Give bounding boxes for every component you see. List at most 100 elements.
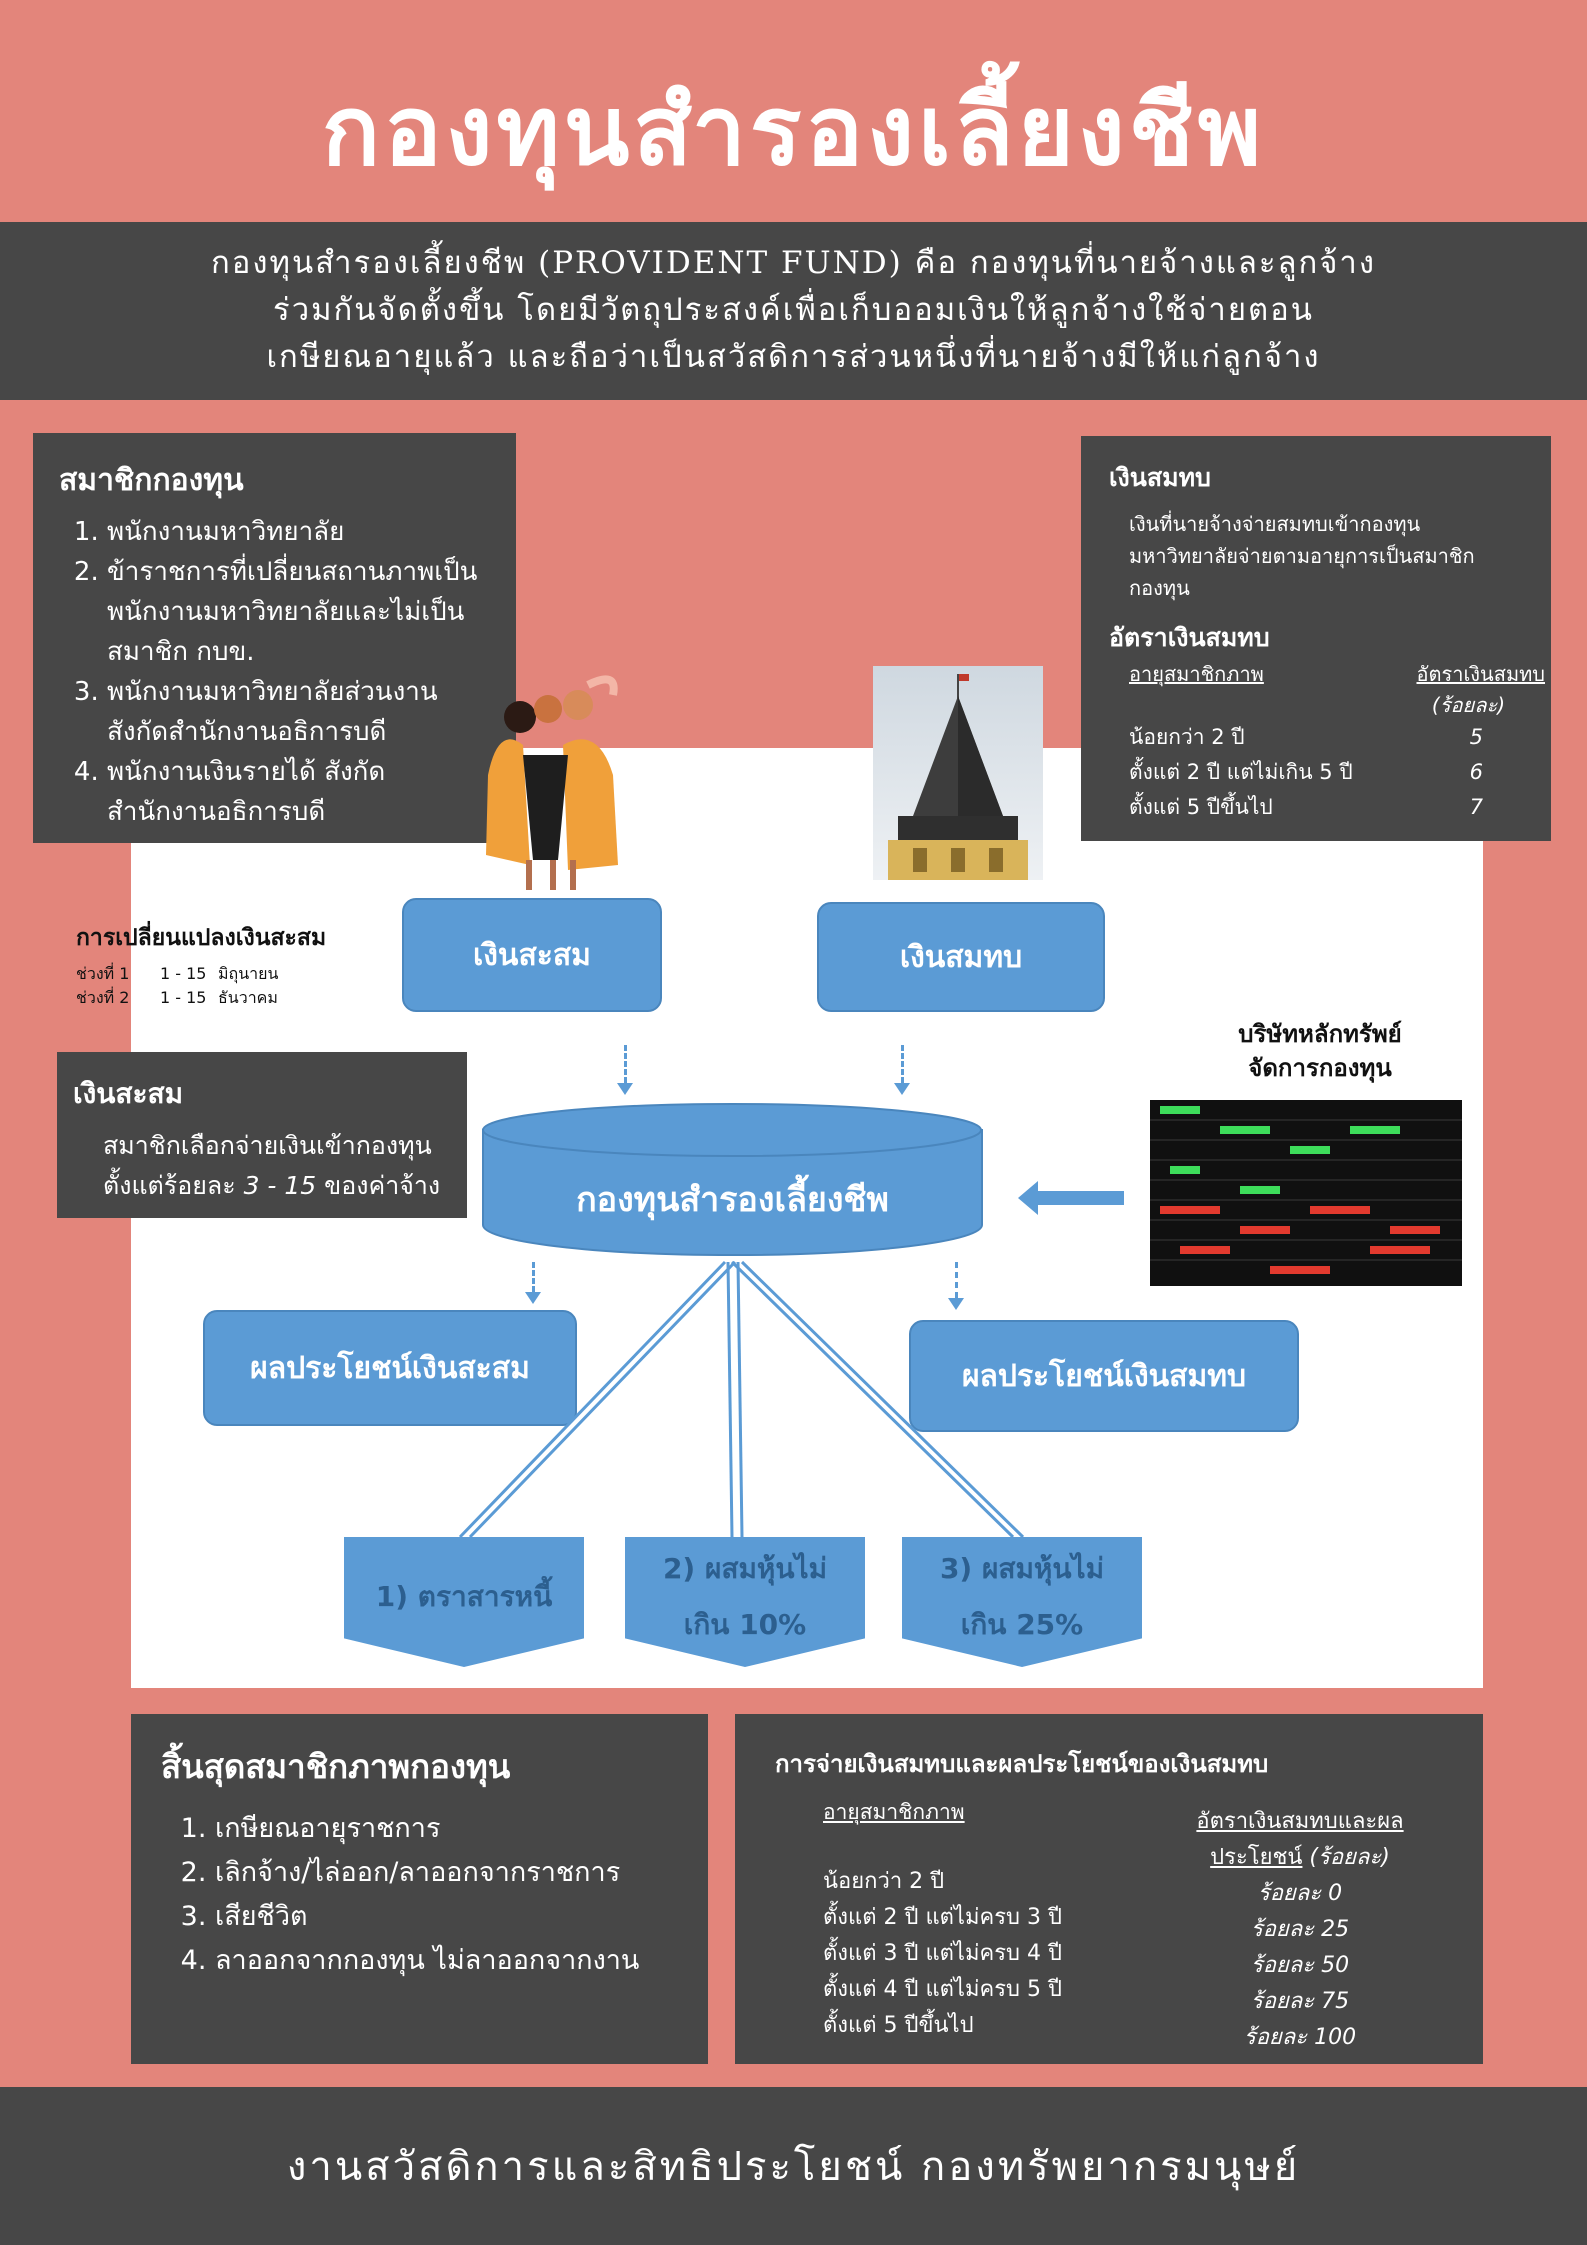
payout-heading: การจ่ายเงินสมทบและผลประโยชน์ของเงินสมทบ: [775, 1750, 1269, 1778]
arrow-fund-to-benefit-contribution: [955, 1262, 958, 1298]
payout-rate: ร้อยละ 100: [1243, 2025, 1357, 2050]
savings-heading: เงินสะสม: [73, 1077, 184, 1110]
termination-list: เกษียณอายุราชการ เลิกจ้าง/ไล่ออก/ลาออกจา…: [161, 1807, 678, 1983]
intro-line-2: ร่วมกันจัดตั้งขึ้น โดยมีวัตถุประสงค์เพื่…: [273, 292, 1314, 328]
fund-label: กองทุนสำรองเลี้ยงชีพ: [576, 1180, 889, 1220]
contribution-text: เงินที่นายจ้างจ่ายสมทบเข้ากองทุนมหาวิทยา…: [1129, 512, 1475, 600]
footer-text: งานสวัสดิการและสิทธิประโยชน์ กองทรัพยากร…: [286, 2144, 1301, 2190]
period-range: 1 - 15: [160, 964, 207, 983]
intro-band: กองทุนสำรองเลี้ยงชีพ (PROVIDENT FUND) คื…: [0, 222, 1587, 400]
payout-ages: น้อยกว่า 2 ปี ตั้งแต่ 2 ปี แต่ไม่ครบ 3 ป…: [823, 1864, 1062, 2044]
list-item: พนักงานเงินรายได้ สังกัดสำนักงานอธิการบด…: [107, 752, 490, 832]
arrow-contribution-to-fund: [901, 1045, 904, 1083]
payout-col-age-label: อายุสมาชิกภาพ: [823, 1800, 965, 1824]
rate-age: ตั้งแต่ 5 ปีขึ้นไป: [1129, 795, 1273, 819]
page-title: กองทุนสำรองเลี้ยงชีพ: [321, 75, 1266, 187]
payout-rate: ร้อยละ 50: [1250, 1953, 1350, 1978]
manager-label: บริษัทหลักทรัพย์ จัดการกองทุน: [1150, 1017, 1490, 1085]
rate-age: ตั้งแต่ 2 ปี แต่ไม่เกิน 5 ปี: [1129, 760, 1353, 784]
tower-image: [873, 666, 1043, 880]
arrow-savings-to-fund: [624, 1045, 627, 1083]
rate-heading: อัตราเงินสมทบ: [1109, 623, 1270, 652]
table-row: น้อยกว่า 2 ปี 5: [1129, 720, 1545, 755]
people-illustration: [468, 665, 628, 895]
tower-icon: [888, 674, 1028, 880]
table-row: ตั้งแต่ 2 ปี แต่ไม่เกิน 5 ปี 6: [1129, 755, 1545, 790]
savings-range: 3 - 15: [243, 1171, 317, 1200]
termination-box: สิ้นสุดสมาชิกภาพกองทุน เกษียณอายุราชการ …: [131, 1714, 708, 2064]
change-heading: การเปลี่ยนแปลงเงินสะสม: [76, 925, 327, 951]
payout-rate: ร้อยละ 75: [1250, 1989, 1350, 2014]
members-heading: สมาชิกกองทุน: [59, 463, 244, 498]
arrowhead-icon: [894, 1083, 910, 1095]
benefit-savings-node: ผลประโยชน์เงินสะสม: [203, 1310, 577, 1426]
payout-rate: ร้อยละ 25: [1250, 1917, 1350, 1942]
savings-text: ตั้งแต่ร้อยละ: [103, 1171, 244, 1200]
list-item: ข้าราชการที่เปลี่ยนสถานภาพเป็นพนักงานมหา…: [107, 552, 490, 672]
arrowhead-icon: [525, 1292, 541, 1304]
rate-col-unit: (ร้อยละ): [1431, 693, 1505, 717]
rate-value: 7: [1469, 795, 1483, 819]
payout-age: น้อยกว่า 2 ปี: [823, 1869, 945, 1894]
rate-age: น้อยกว่า 2 ปี: [1129, 725, 1245, 749]
rate-value: 5: [1469, 725, 1483, 749]
list-item: เกษียณอายุราชการ: [215, 1807, 678, 1851]
arrowhead-icon: [617, 1083, 633, 1095]
payout-col-rate-unit: (ร้อยละ): [1302, 1845, 1390, 1870]
payout-col-rate: อัตราเงินสมทบและผล: [1196, 1809, 1404, 1834]
payout-box: การจ่ายเงินสมทบและผลประโยชน์ของเงินสมทบ …: [735, 1714, 1483, 2064]
manager-line-1: บริษัทหลักทรัพย์: [1238, 1020, 1402, 1048]
savings-line-1: สมาชิกเลือกจ่ายเงินเข้ากองทุน: [103, 1131, 432, 1160]
list-item: เลิกจ้าง/ไล่ออก/ลาออกจากราชการ: [215, 1851, 678, 1895]
plan-label: 3) ผสมหุ้นไม่: [939, 1552, 1105, 1585]
list-item: พนักงานมหาวิทยาลัย: [107, 512, 490, 552]
savings-node: เงินสะสม: [402, 898, 662, 1012]
payout-age: ตั้งแต่ 4 ปี แต่ไม่ครบ 5 ปี: [823, 1977, 1062, 2002]
members-list: พนักงานมหาวิทยาลัย ข้าราชการที่เปลี่ยนสถ…: [59, 512, 490, 832]
rate-col-age: อายุสมาชิกภาพ: [1129, 662, 1264, 686]
contribution-box: เงินสมทบ เงินที่นายจ้างจ่ายสมทบเข้ากองทุ…: [1081, 436, 1551, 841]
stock-board-icon: [1150, 1106, 1462, 1274]
arrow-fund-to-benefit-savings: [532, 1262, 535, 1292]
list-item: ลาออกจากกองทุน ไม่ลาออกจากงาน: [215, 1939, 678, 1983]
contribution-heading: เงินสมทบ: [1109, 463, 1211, 492]
payout-rate: ร้อยละ 0: [1257, 1881, 1343, 1906]
people-icon: [486, 675, 618, 890]
members-box: สมาชิกกองทุน พนักงานมหาวิทยาลัย ข้าราชกา…: [33, 433, 516, 843]
fund-cylinder: กองทุนสำรองเลี้ยงชีพ: [480, 1100, 985, 1260]
intro-line-3: เกษียณอายุแล้ว และถือว่าเป็นสวัสดิการส่ว…: [266, 339, 1321, 375]
plan-bond: 1) ตราสารหนี้: [344, 1537, 584, 1667]
period-month: มิถุนายน: [218, 964, 279, 983]
period-label: ช่วงที่ 2: [76, 988, 130, 1007]
plan-label: 1) ตราสารหนี้: [375, 1580, 553, 1613]
list-item: พนักงานมหาวิทยาลัยส่วนงานสังกัดสำนักงานอ…: [107, 672, 490, 752]
savings-line-2: ตั้งแต่ร้อยละ 3 - 15 ของค่าจ้าง: [103, 1166, 451, 1206]
manager-line-2: จัดการกองทุน: [1248, 1054, 1392, 1082]
savings-box: เงินสะสม สมาชิกเลือกจ่ายเงินเข้ากองทุน ต…: [57, 1052, 467, 1218]
payout-col-rate-2: ประโยชน์ (ร้อยละ): [1165, 1840, 1435, 1876]
payout-col-age: อายุสมาชิกภาพ: [823, 1796, 965, 1829]
benefit-contribution-node: ผลประโยชน์เงินสมทบ: [909, 1320, 1299, 1432]
payout-age: ตั้งแต่ 3 ปี แต่ไม่ครบ 4 ปี: [823, 1941, 1062, 1966]
arrowhead-icon: [948, 1298, 964, 1310]
payout-age: ตั้งแต่ 2 ปี แต่ไม่ครบ 3 ปี: [823, 1905, 1062, 1930]
stock-board-image: [1150, 1100, 1462, 1286]
footer: งานสวัสดิการและสิทธิประโยชน์ กองทรัพยากร…: [0, 2087, 1587, 2245]
plan-label: เกิน 10%: [683, 1608, 807, 1641]
arrow-left-icon: [1018, 1181, 1124, 1215]
payout-age: ตั้งแต่ 5 ปีขึ้นไป: [823, 2013, 974, 2038]
plan-label: 2) ผสมหุ้นไม่: [662, 1552, 828, 1585]
termination-heading: สิ้นสุดสมาชิกภาพกองทุน: [161, 1747, 511, 1786]
list-item: เสียชีวิต: [215, 1895, 678, 1939]
plan-label: เกิน 25%: [960, 1608, 1084, 1641]
rate-value: 6: [1469, 760, 1483, 784]
cylinder-icon: [482, 1103, 983, 1257]
intro-line-1: กองทุนสำรองเลี้ยงชีพ (PROVIDENT FUND) คื…: [211, 245, 1376, 281]
savings-text: ของค่าจ้าง: [316, 1171, 441, 1200]
plan-mixed-10: 2) ผสมหุ้นไม่ เกิน 10%: [625, 1537, 865, 1667]
payout-col-rate-label: ประโยชน์: [1210, 1845, 1303, 1870]
